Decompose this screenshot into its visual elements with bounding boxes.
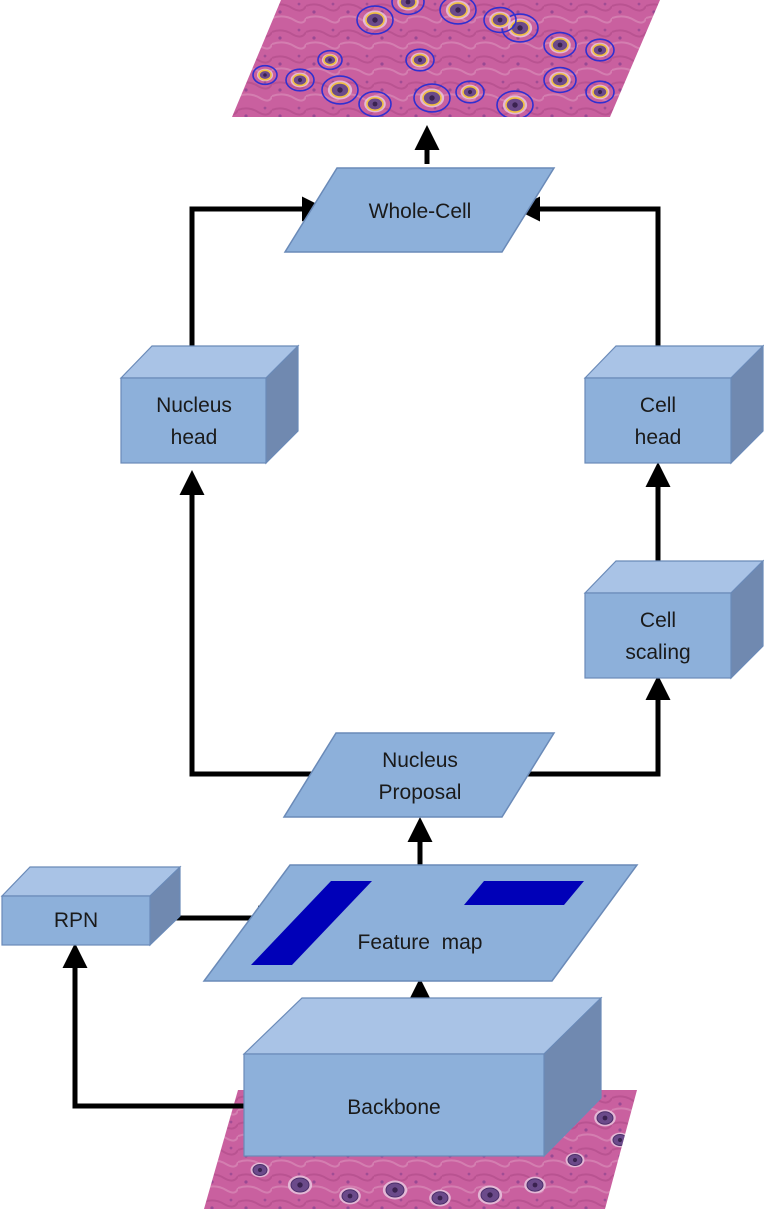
cell-head-node: Cell head — [583, 344, 764, 465]
whole-cell-node: Whole-Cell — [283, 167, 556, 253]
backbone-node: Backbone — [242, 996, 603, 1158]
arrow-nucleushead-to-wholecell — [189, 196, 327, 357]
proposal-region-right — [464, 881, 584, 905]
cell-head-label-line1: Cell — [640, 394, 676, 417]
arrow-backbone-to-rpn — [62, 943, 245, 1109]
proposal-region-left — [251, 881, 372, 965]
nucleus-head-node: Nucleus head — [119, 344, 300, 465]
backbone-label: Backbone — [347, 1096, 440, 1119]
cell-scaling-label-line1: Cell — [640, 609, 676, 632]
nucleus-proposal-label-line2: Proposal — [379, 781, 462, 804]
arrow-proposal-to-cellscaling — [515, 675, 671, 777]
nucleus-proposal-node: Nucleus Proposal — [282, 732, 556, 818]
whole-cell-label: Whole-Cell — [369, 200, 472, 223]
rpn-label: RPN — [54, 909, 98, 932]
nucleus-head-label-line2: head — [171, 426, 218, 449]
arrow-cellhead-to-wholecell — [515, 196, 661, 352]
cell-scaling-node: Cell scaling — [583, 559, 764, 680]
cell-scaling-label-line2: scaling — [625, 641, 690, 664]
rpn-node: RPN — [0, 865, 182, 947]
nucleus-proposal-label-line1: Nucleus — [382, 749, 458, 772]
feature-map-node: Feature map — [202, 864, 639, 982]
arrow-proposal-to-nucleushead — [179, 470, 326, 777]
nucleus-head-label-line1: Nucleus — [156, 394, 232, 417]
output-segmentation-image — [232, 0, 660, 117]
feature-map-label: Feature map — [358, 931, 483, 954]
cell-head-label-line2: head — [635, 426, 682, 449]
